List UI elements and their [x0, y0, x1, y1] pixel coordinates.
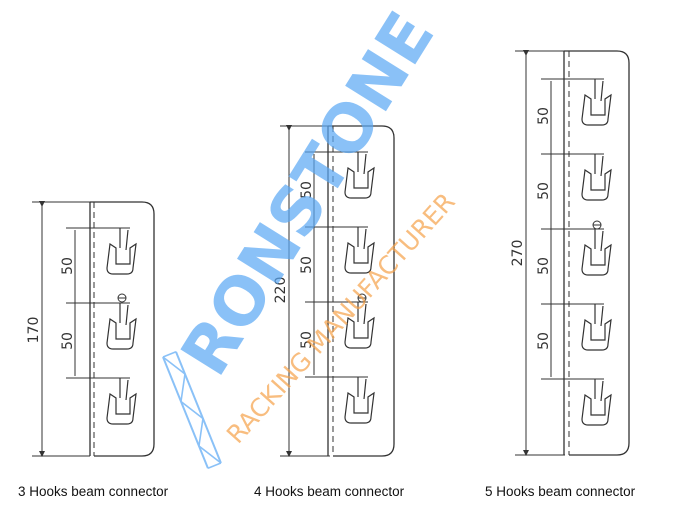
diagram-3-hooks: 170 50 50: [26, 201, 155, 457]
spacing-label: 50: [60, 257, 76, 275]
spacing-label: 50: [299, 331, 315, 349]
spacing-label: 50: [536, 107, 552, 125]
spacing-label: 50: [536, 257, 552, 275]
hook-icon: [106, 227, 137, 275]
watermark-brand: RONSTONE: [166, 0, 449, 388]
caption-4-hooks: 4 Hooks beam connector: [254, 484, 405, 499]
overall-dimension-label: 270: [510, 240, 526, 267]
overall-dimension-label: 220: [273, 277, 289, 304]
diagram-5-hooks: 270 50 50 50 50: [510, 50, 630, 456]
hook-icon: [106, 377, 137, 425]
hook-icon: [106, 302, 137, 350]
spacing-label: 50: [536, 332, 552, 350]
hook-icon: [581, 228, 612, 276]
watermark: RONSTONE RACKING MANUFACTURER: [162, 0, 461, 470]
caption-5-hooks: 5 Hooks beam connector: [485, 484, 636, 499]
hook-icon: [581, 378, 612, 426]
caption-3-hooks: 3 Hooks beam connector: [18, 484, 169, 499]
overall-dimension-label: 170: [26, 317, 42, 344]
diagram-4-hooks: 220 50 50 50: [273, 125, 395, 457]
spacing-label: 50: [299, 256, 315, 274]
spacing-label: 50: [299, 181, 315, 199]
spacing-label: 50: [536, 182, 552, 200]
hook-icon: [581, 303, 612, 351]
hook-icon: [344, 376, 375, 424]
spacing-label: 50: [60, 332, 76, 350]
hook-icon: [581, 78, 612, 126]
hook-icon: [581, 153, 612, 201]
truss-icon: [162, 351, 222, 470]
